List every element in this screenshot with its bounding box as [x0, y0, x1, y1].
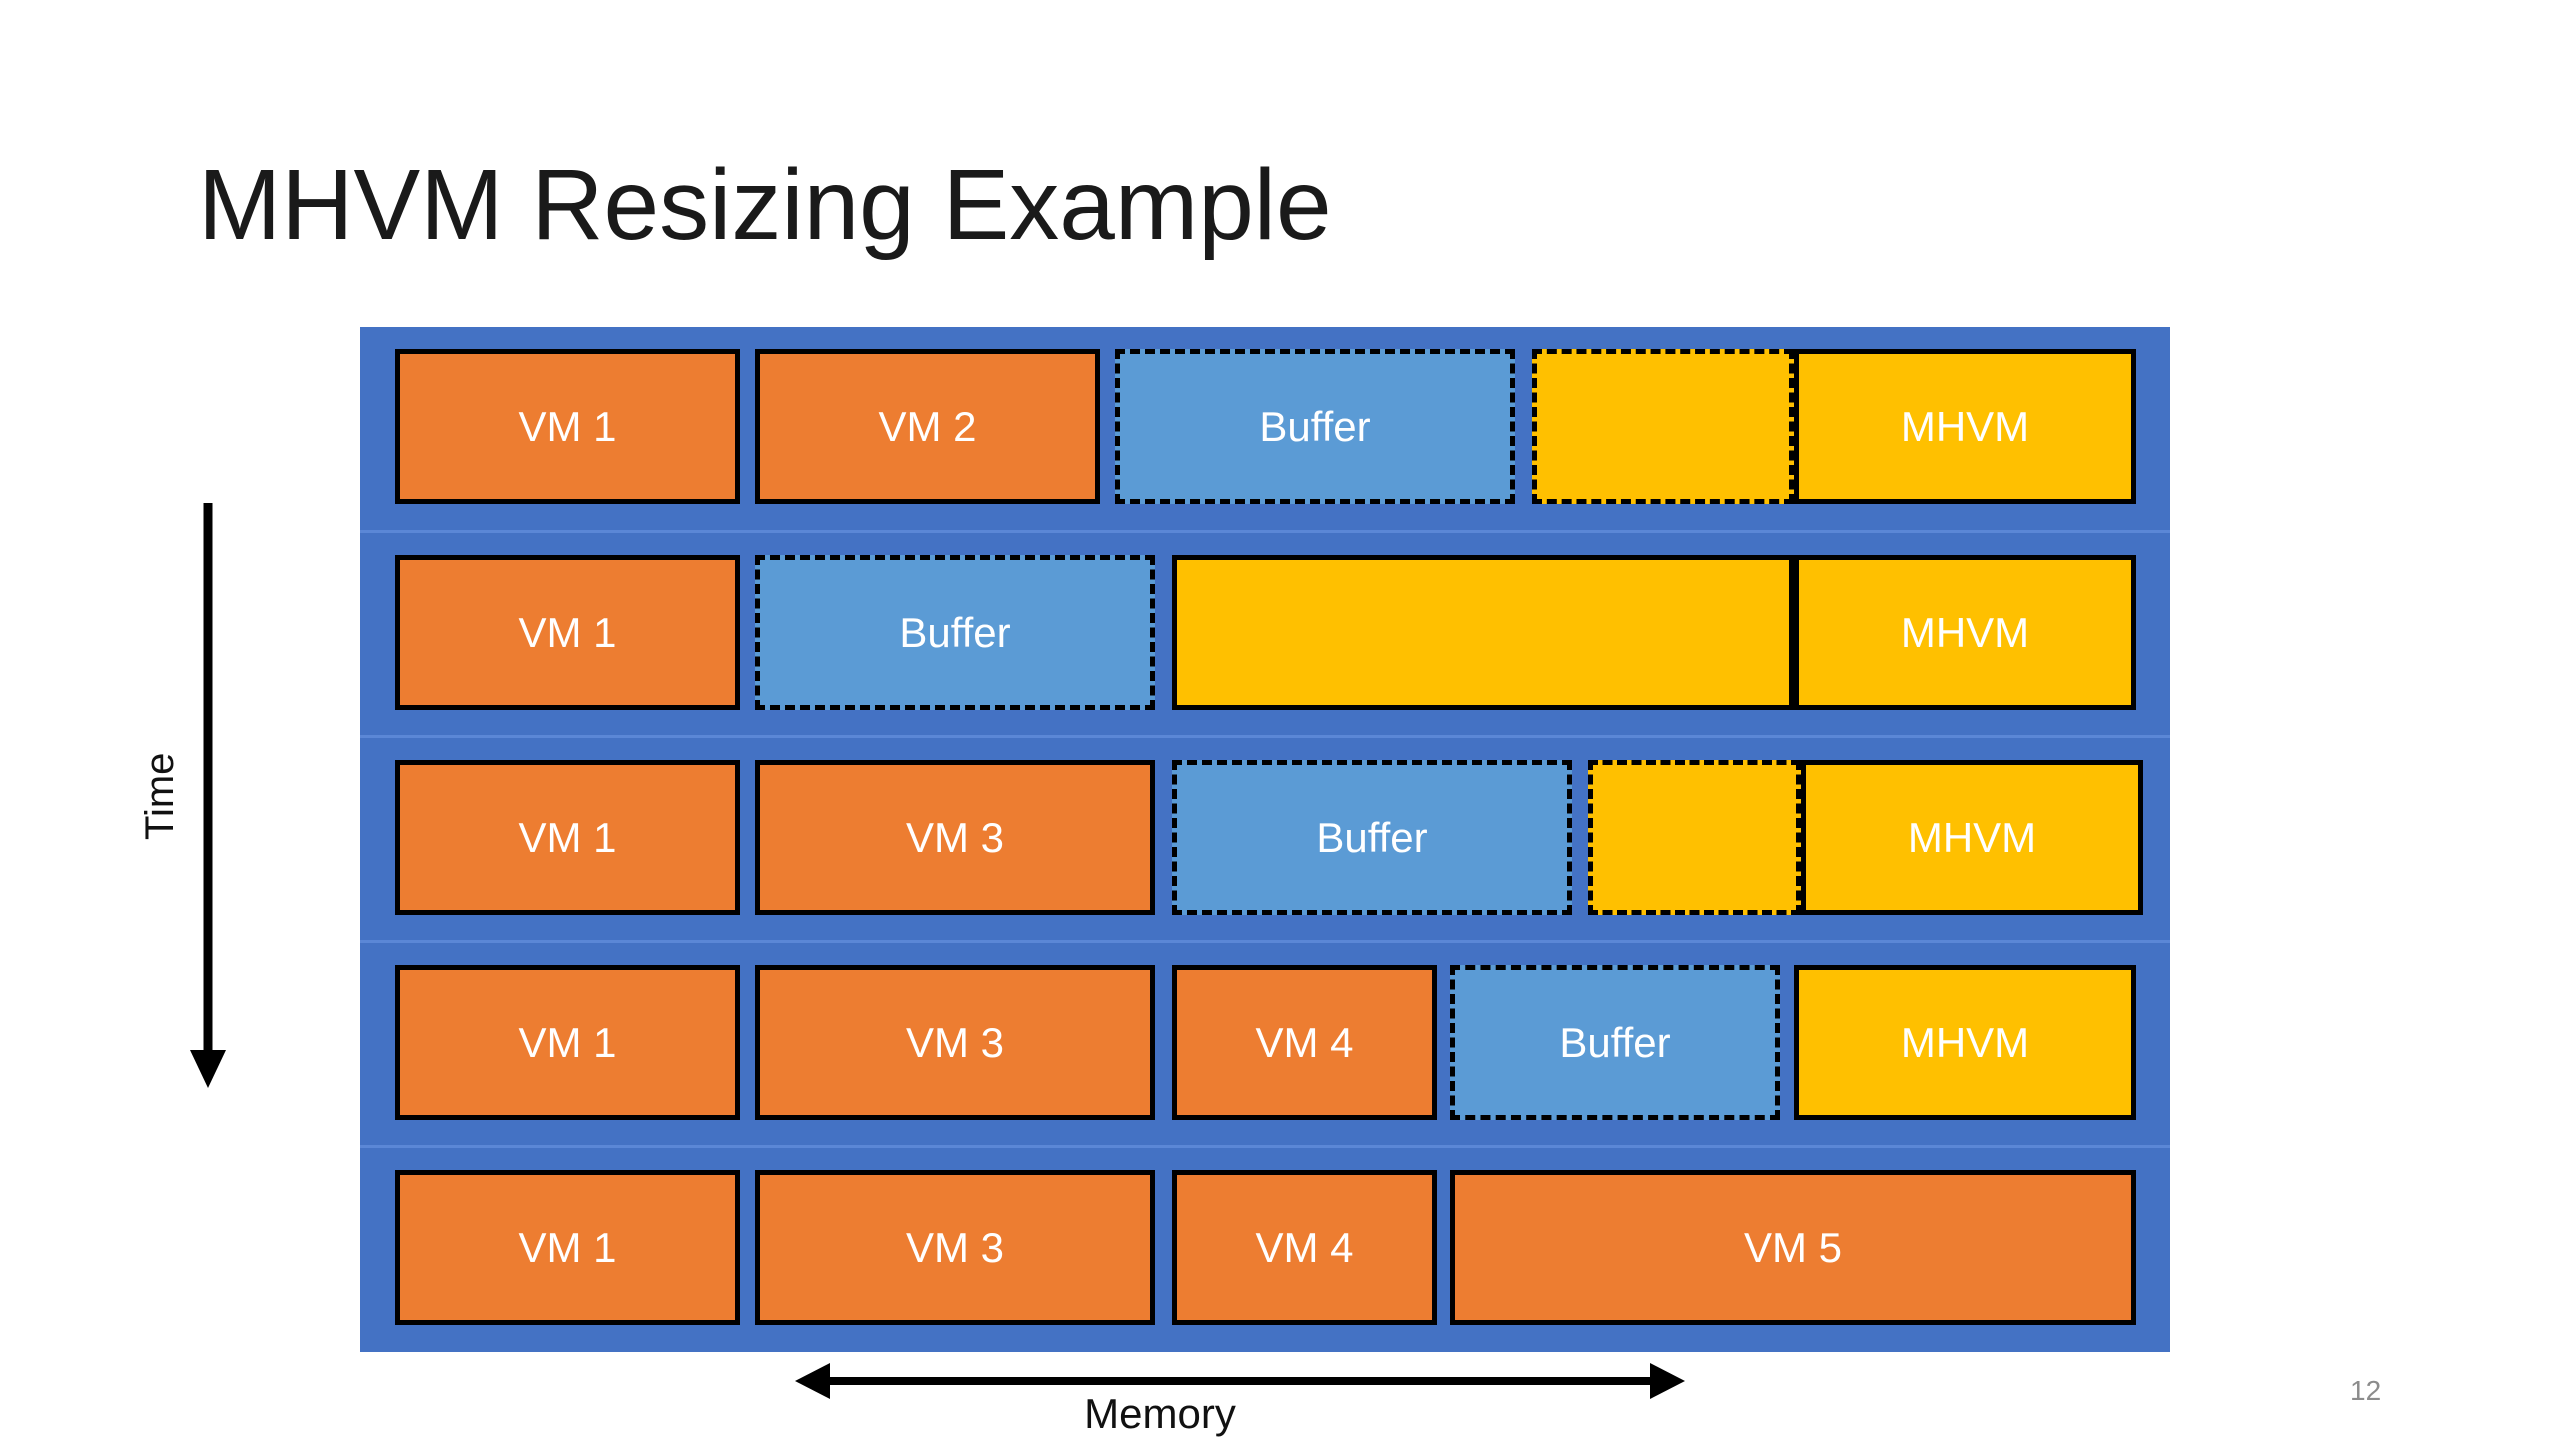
row-divider [360, 1145, 2170, 1148]
vm-block: VM 2 [755, 349, 1100, 504]
vm-block: VM 5 [1450, 1170, 2136, 1325]
vm-block: VM 1 [395, 760, 740, 915]
buffer-block: Buffer [1450, 965, 1780, 1120]
vm-block: VM 3 [755, 760, 1155, 915]
slide-title: MHVM Resizing Example [198, 149, 1332, 261]
mhvm-extension-block [1532, 349, 1794, 504]
memory-arrow-icon [795, 1363, 1685, 1399]
vm-block: VM 4 [1172, 1170, 1437, 1325]
vm-block: VM 4 [1172, 965, 1437, 1120]
buffer-block: Buffer [1172, 760, 1572, 915]
buffer-block: Buffer [1115, 349, 1515, 504]
time-axis-label: Time [138, 752, 182, 840]
vm-block: VM 1 [395, 1170, 740, 1325]
row-divider [360, 735, 2170, 738]
time-arrow-icon [190, 503, 226, 1088]
vm-block: VM 1 [395, 349, 740, 504]
row-divider [360, 940, 2170, 943]
buffer-block: Buffer [755, 555, 1155, 710]
mhvm-block: MHVM [1794, 349, 2136, 504]
mhvm-block: MHVM [1801, 760, 2143, 915]
vm-block: VM 1 [395, 555, 740, 710]
vm-block: VM 1 [395, 965, 740, 1120]
mhvm-block: MHVM [1794, 965, 2136, 1120]
vm-block: VM 3 [755, 1170, 1155, 1325]
row-divider [360, 530, 2170, 533]
memory-axis-label: Memory [1084, 1390, 1236, 1437]
mhvm-block: MHVM [1794, 555, 2136, 710]
mhvm-extension-block [1588, 760, 1801, 915]
mhvm-extension-block [1172, 555, 1794, 710]
vm-block: VM 3 [755, 965, 1155, 1120]
page-number: 12 [2350, 1375, 2382, 1406]
